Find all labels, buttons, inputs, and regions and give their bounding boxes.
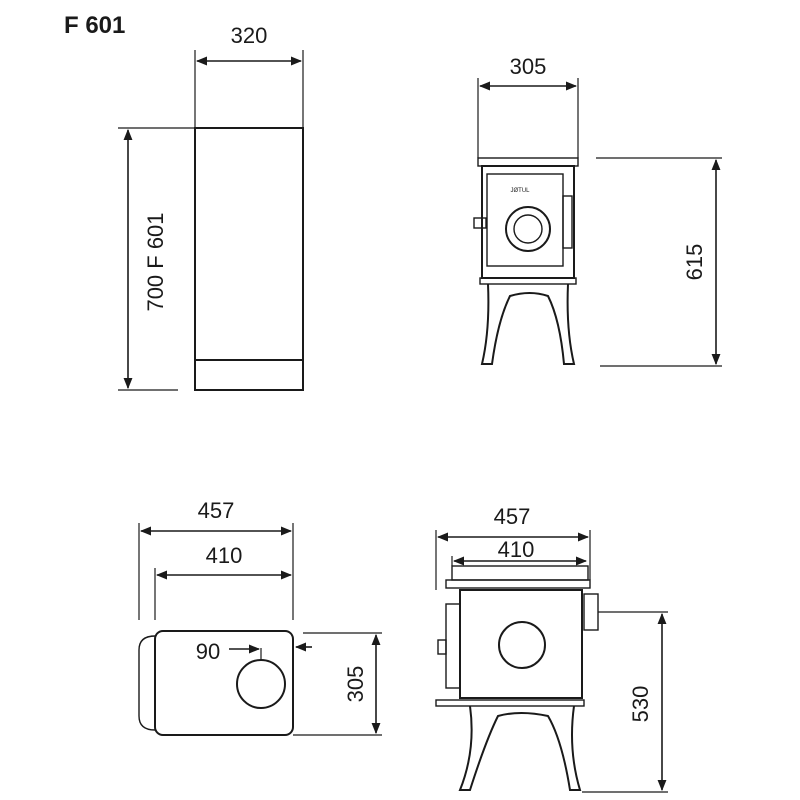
column-view: 320 700 F 601 [118,23,304,391]
column-body [194,127,304,391]
top-flue-offset-label: 90 [196,639,220,664]
page-title: F 601 [64,12,125,39]
side-view: 457 410 530 [435,504,668,793]
side-flue-outlet [498,621,546,669]
front-logo: JØTUL [510,188,530,194]
front-air-vent-inner [513,214,543,244]
side-legs [458,705,582,791]
front-width-label: 305 [510,54,547,79]
side-stove-body [459,589,583,699]
top-outer-width-label: 457 [198,498,235,523]
front-hinge [562,195,573,249]
front-height-label: 615 [682,244,707,281]
front-air-vent-outer [505,206,551,252]
side-door-handle [437,639,447,655]
front-view: JØTUL 305 615 [473,54,722,367]
top-rear-lip [138,635,156,731]
front-top-plate [477,157,579,167]
column-width-label: 320 [231,23,268,48]
top-flue-outlet [236,659,286,709]
side-base [435,699,585,707]
side-door-profile [445,603,461,689]
front-stove-body [481,165,575,279]
front-door-handle [473,217,487,229]
side-inner-width-label: 410 [498,537,535,562]
top-body [154,630,294,736]
front-base [479,277,577,285]
side-rear-collar [583,593,599,631]
front-legs [480,283,576,365]
side-top-plate [451,565,589,581]
top-inner-width-label: 410 [206,543,243,568]
top-view: 90 457 410 305 [138,498,382,736]
side-top-rim [445,579,591,589]
column-height-label: 700 F 601 [143,212,168,311]
top-depth-label: 305 [343,666,368,703]
side-outer-width-label: 457 [494,504,531,529]
side-height-label: 530 [628,686,653,723]
